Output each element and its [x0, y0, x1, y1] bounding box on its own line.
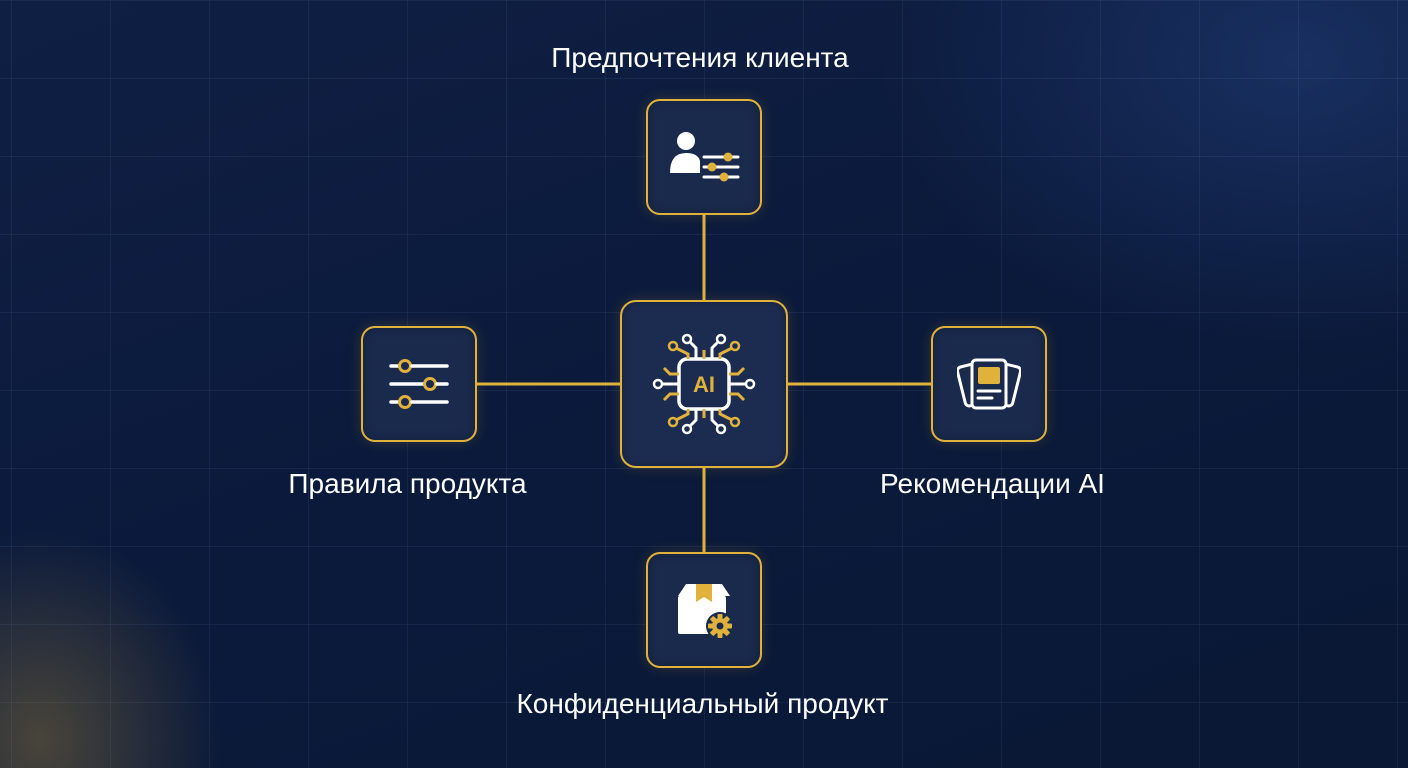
label-product-rules: Правила продукта — [288, 468, 527, 499]
label-confidential-product: Конфиденциальный продукт — [516, 688, 889, 719]
node-customer-preferences[interactable] — [646, 99, 762, 215]
sliders-icon — [389, 359, 449, 409]
node-confidential-product[interactable] — [646, 552, 762, 668]
box-gear-icon — [678, 584, 734, 640]
ai-chip-text: AI — [693, 372, 715, 397]
label-customer-preferences: Предпочтения клиента — [551, 42, 849, 73]
stacked-cards-icon — [957, 358, 1021, 410]
node-ai-core[interactable]: AI — [620, 300, 788, 468]
ai-chip-icon: AI — [652, 333, 756, 435]
node-product-rules[interactable] — [361, 326, 477, 442]
user-settings-icon — [670, 132, 740, 182]
node-ai-recommendations[interactable] — [931, 326, 1047, 442]
label-ai-recommendations: Рекомендации AI — [880, 468, 1105, 499]
